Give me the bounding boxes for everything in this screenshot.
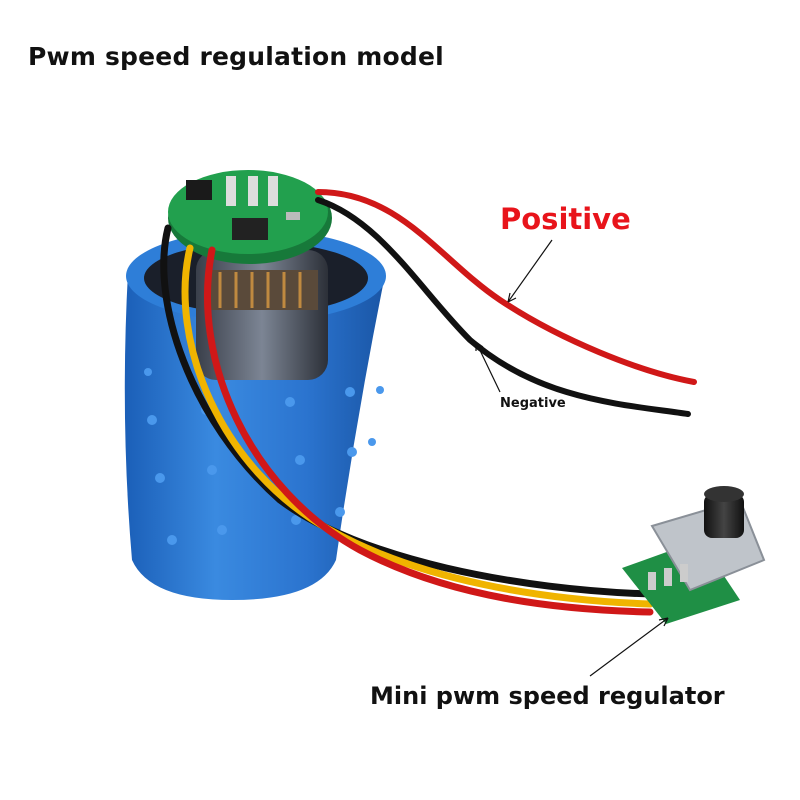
motor-body [196, 250, 328, 380]
negative-label: Negative [500, 396, 566, 411]
power-wires [315, 189, 697, 417]
regulator-label: Mini pwm speed regulator [370, 682, 725, 710]
page-title: Pwm speed regulation model [28, 42, 444, 71]
regulator-wires [160, 224, 654, 616]
annotation-arrows [475, 239, 669, 677]
positive-label: Positive [500, 202, 631, 236]
regulator-board [622, 486, 766, 624]
motor-pcb [168, 170, 332, 264]
